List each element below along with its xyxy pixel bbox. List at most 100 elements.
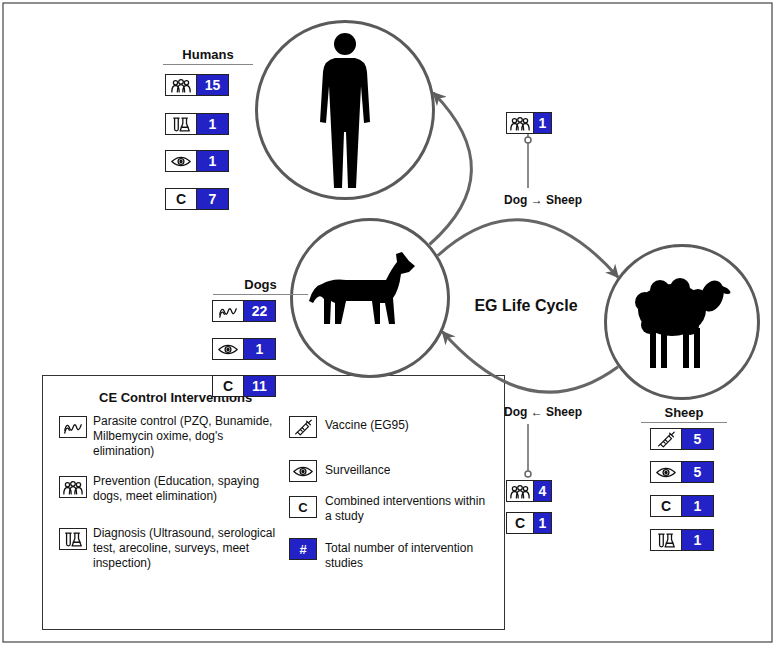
legend-symbol — [59, 416, 87, 438]
edge-label: Dog ← Sheep — [504, 405, 582, 419]
cycle-arrow — [430, 93, 472, 245]
badge-icon-cell — [213, 301, 244, 321]
human-silhouette — [320, 33, 370, 188]
count-number: 5 — [694, 464, 702, 480]
group-heading: Sheep — [641, 405, 727, 423]
cycle-arrow — [443, 332, 619, 392]
outer-frame — [3, 3, 772, 642]
legend-text: Combined interventions within a study — [325, 494, 495, 524]
edge-label: Dog → Sheep — [504, 193, 582, 207]
count-cell: 5 — [682, 462, 713, 482]
count-number: 1 — [694, 532, 702, 548]
badge-icon-cell — [166, 75, 197, 95]
count-badge: 1 — [165, 150, 229, 172]
badge-icon-cell — [651, 462, 682, 482]
count-number: 11 — [252, 378, 267, 394]
flask-icon — [655, 532, 677, 549]
badge-icon-cell: C — [507, 513, 534, 533]
count-number: 1 — [256, 341, 264, 357]
people-icon — [509, 115, 531, 132]
count-cell: 1 — [197, 114, 228, 134]
count-number: 7 — [209, 191, 217, 207]
count-number: 1 — [539, 115, 547, 131]
badge-icon-cell — [166, 151, 197, 171]
legend-text: Total number of intervention studies — [325, 541, 495, 571]
count-cell: 4 — [534, 481, 551, 501]
legend-symbol — [59, 476, 87, 498]
combined-letter: C — [176, 191, 186, 207]
badge-icon-cell: C — [651, 496, 682, 516]
node-circle: Humans — [255, 20, 435, 200]
legend-symbol — [289, 460, 317, 482]
count-badge: C1 — [650, 495, 714, 517]
badge-icon-cell: C — [166, 189, 197, 209]
count-cell: 15 — [197, 75, 228, 95]
syringe-icon — [655, 431, 677, 448]
badge-icon-cell: C — [213, 376, 244, 396]
count-cell: 1 — [534, 113, 551, 133]
dog-silhouette — [309, 252, 415, 324]
badge-icon-cell — [213, 339, 244, 359]
count-number: 1 — [694, 498, 702, 514]
combined-letter: C — [298, 500, 307, 515]
count-badge: C 11 — [212, 375, 276, 397]
count-badge: 5 — [650, 461, 714, 483]
group-heading: Humans — [163, 47, 253, 65]
people-icon — [62, 479, 84, 496]
node-circle: Sheep — [604, 244, 760, 400]
count-cell: 5 — [682, 429, 713, 449]
legend-text: Prevention (Education, spaying dogs, mee… — [93, 474, 283, 504]
count-badge: 1 — [506, 112, 552, 134]
legend-symbol: C — [289, 496, 317, 518]
count-number: 5 — [694, 431, 702, 447]
group-heading: Dogs — [213, 277, 308, 295]
cycle-title: EG Life Cycle — [474, 297, 577, 315]
count-badge: 5 — [650, 428, 714, 450]
badge-icon-cell — [651, 530, 682, 550]
node-circle: Dogs — [290, 218, 450, 378]
legend-symbol — [59, 528, 87, 550]
sheep-silhouette — [635, 277, 732, 368]
count-cell: 11 — [244, 376, 275, 396]
eye-icon — [217, 341, 239, 358]
count-badge: 1 — [165, 113, 229, 135]
count-badge: 15 — [165, 74, 229, 96]
cycle-arrow — [438, 220, 618, 278]
count-badge: C7 — [165, 188, 229, 210]
count-cell: 1 — [682, 496, 713, 516]
combined-letter: C — [515, 515, 525, 531]
legend-text: Vaccine (EG95) — [325, 418, 495, 433]
legend-text: Diagnosis (Ultrasound, serological test,… — [93, 526, 283, 571]
legend-symbol — [289, 416, 317, 438]
combined-letter: C — [223, 378, 233, 394]
count-cell: 7 — [197, 189, 228, 209]
count-number: 1 — [539, 515, 547, 531]
flask-icon — [62, 531, 84, 548]
legend-text: Parasite control (PZQ, Bunamide, Milbemy… — [93, 414, 283, 459]
syringe-icon — [292, 419, 314, 436]
combined-letter: C — [661, 498, 671, 514]
count-badge: 1 — [650, 529, 714, 551]
legend-symbol: # — [289, 538, 317, 560]
count-number: 1 — [209, 116, 217, 132]
count-number: 22 — [252, 303, 268, 319]
count-number: 1 — [209, 153, 217, 169]
badge-icon-cell — [166, 114, 197, 134]
people-icon — [509, 483, 531, 500]
worm-icon — [217, 303, 239, 320]
legend-box: CE Control InterventionsParasite control… — [42, 375, 505, 630]
count-cell: 22 — [244, 301, 275, 321]
count-cell: 1 — [682, 530, 713, 550]
flask-icon — [170, 116, 192, 133]
count-cell: 1 — [197, 151, 228, 171]
badge-icon-cell — [507, 481, 534, 501]
count-badge: C1 — [506, 512, 552, 534]
eye-icon — [292, 463, 314, 480]
worm-icon — [62, 419, 84, 436]
badge-icon-cell — [651, 429, 682, 449]
eye-icon — [655, 464, 677, 481]
count-badge: 1 — [212, 338, 276, 360]
count-number: 4 — [539, 483, 547, 499]
count-cell: 1 — [534, 513, 551, 533]
count-badge: 22 — [212, 300, 276, 322]
